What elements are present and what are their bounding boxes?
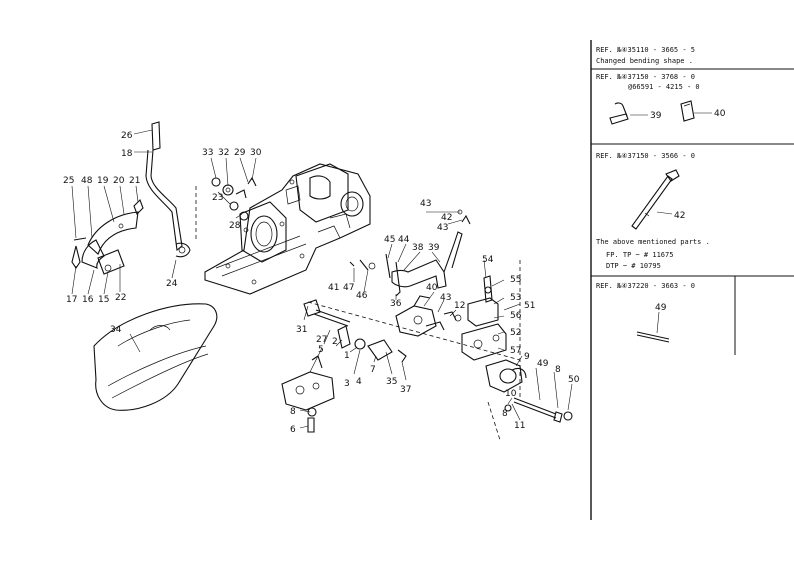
callout-8-left: 8: [290, 407, 296, 417]
exploded-view: 26 18 33 32 29 30 25 48 19 20 21 23 28 1…: [63, 121, 580, 441]
callout-19: 19: [97, 176, 109, 186]
callout-53: 53: [510, 293, 521, 303]
callout-54: 54: [482, 255, 494, 265]
callout-43-mid: 43: [437, 223, 448, 233]
callout-27: 27: [316, 335, 327, 345]
bolt-cluster-top: [211, 176, 257, 221]
callout-10: 10: [505, 389, 517, 399]
part-49-callout: 49: [655, 303, 667, 313]
callout-labels: 26 18 33 32 29 30 25 48 19 20 21 23 28 1…: [63, 131, 580, 435]
callout-7: 7: [370, 365, 376, 375]
callout-25: 25: [63, 176, 74, 186]
callout-45: 45: [384, 235, 395, 245]
lift-lever: [145, 121, 191, 258]
callout-47: 47: [343, 283, 354, 293]
callout-3: 3: [344, 379, 350, 389]
revision-3-note: The above mentioned parts .: [596, 238, 710, 246]
callout-55: 55: [510, 275, 521, 285]
revision-2-ref: REF. №④37150 - 3768 - 0: [596, 73, 695, 81]
callout-43-top: 43: [420, 199, 431, 209]
callout-1: 1: [344, 351, 350, 361]
callout-50: 50: [568, 375, 580, 385]
callout-24: 24: [166, 279, 178, 289]
callout-11: 11: [514, 421, 525, 431]
callout-28: 28: [229, 221, 241, 231]
callout-37: 37: [400, 385, 411, 395]
callout-15: 15: [98, 295, 109, 305]
callout-39: 39: [428, 243, 440, 253]
callout-23: 23: [212, 193, 223, 203]
callout-4: 4: [356, 377, 362, 387]
leader-lines: [71, 129, 573, 429]
valve-body: [395, 295, 462, 337]
revision-3-note-dtp: DTP ~ # 10795: [606, 262, 661, 270]
callout-26: 26: [121, 131, 133, 141]
callout-12: 12: [454, 301, 465, 311]
callout-34: 34: [110, 325, 122, 335]
callout-49: 49: [537, 359, 549, 369]
callout-57: 57: [510, 346, 521, 356]
control-link: [349, 209, 471, 297]
callout-41: 41: [328, 283, 339, 293]
revision-1-note: Changed bending shape .: [596, 57, 693, 65]
callout-6: 6: [290, 425, 296, 435]
callout-9: 9: [524, 352, 530, 362]
fender-cover: [93, 303, 218, 411]
callout-42: 42: [441, 213, 452, 223]
valve-stack: [461, 260, 527, 441]
rod-42-illustration: [631, 169, 680, 230]
callout-56: 56: [510, 311, 522, 321]
long-bolt: [504, 397, 573, 423]
callout-30: 30: [250, 148, 262, 158]
callout-35: 35: [386, 377, 397, 387]
callout-29: 29: [234, 148, 246, 158]
callout-48: 48: [81, 176, 93, 186]
key-40-illustration: [680, 100, 712, 122]
callout-22: 22: [115, 293, 126, 303]
callout-33: 33: [202, 148, 213, 158]
callout-8-right: 8: [555, 365, 561, 375]
revision-4-ref: REF. №④37220 - 3663 - 0: [596, 282, 695, 290]
callout-8-mid: 8: [502, 409, 508, 419]
callout-44: 44: [398, 235, 410, 245]
callout-36: 36: [390, 299, 402, 309]
pin-49-illustration: [636, 311, 670, 343]
callout-17: 17: [66, 295, 77, 305]
callout-40: 40: [426, 283, 438, 293]
callout-51: 51: [524, 301, 535, 311]
part-40-callout: 40: [714, 109, 726, 119]
revision-2-ref2: @66591 - 4215 - 0: [628, 83, 700, 91]
callout-43-low: 43: [440, 293, 451, 303]
housing: [204, 163, 371, 295]
callout-18: 18: [121, 149, 133, 159]
callout-46: 46: [356, 291, 368, 301]
callout-5: 5: [318, 345, 324, 355]
callout-21: 21: [129, 176, 140, 186]
callout-20: 20: [113, 176, 125, 186]
bolt-39-illustration: [609, 102, 648, 125]
lower-valve-group: [281, 299, 407, 433]
callout-16: 16: [82, 295, 94, 305]
callout-2: 2: [332, 337, 338, 347]
callout-52: 52: [510, 328, 521, 338]
revision-panel: REF. №④35110 - 3665 - 5 Changed bending …: [590, 40, 794, 520]
part-42-callout: 42: [674, 211, 685, 221]
part-39-callout: 39: [650, 111, 662, 121]
callout-38: 38: [412, 243, 424, 253]
revision-3-ref: REF. №④37150 - 3566 - 0: [596, 152, 695, 160]
quadrant-plate: [71, 199, 144, 275]
revision-3-note-fp: FP. TP ~ # 11675: [606, 251, 673, 259]
callout-31: 31: [296, 325, 307, 335]
callout-32: 32: [218, 148, 229, 158]
revision-1-ref: REF. №④35110 - 3665 - 5: [596, 46, 695, 54]
